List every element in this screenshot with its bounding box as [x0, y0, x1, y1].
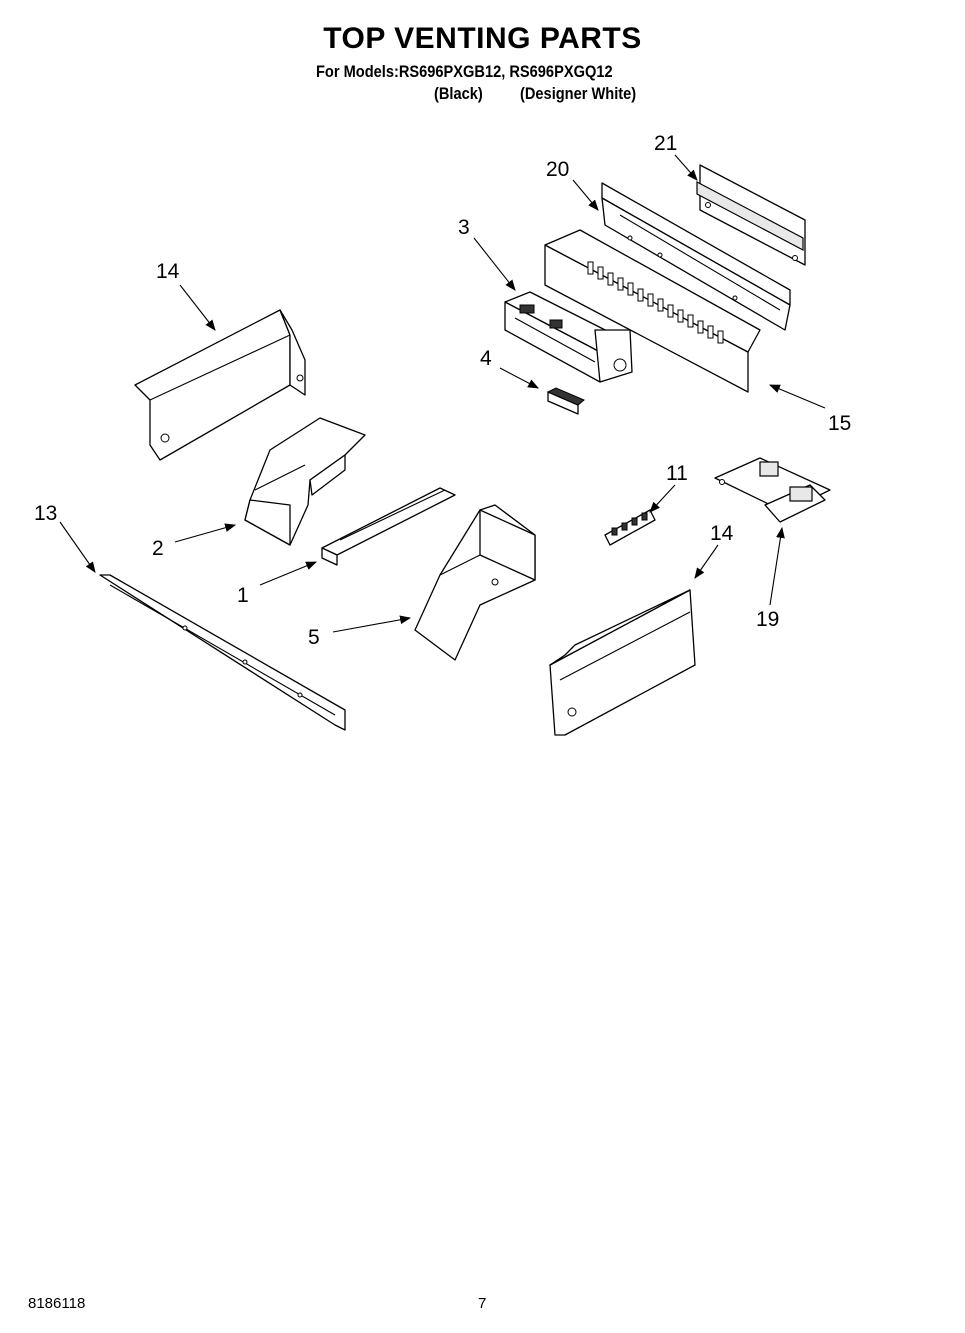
part-13-long-rail	[99, 574, 346, 731]
leader-3	[473, 237, 516, 291]
callout-2: 2	[152, 537, 164, 560]
leader-19	[769, 526, 785, 606]
document-number: 8186118	[28, 1295, 86, 1312]
callout-11: 11	[666, 462, 688, 485]
vent-slots	[587, 261, 724, 344]
callout-14-left: 14	[156, 260, 180, 283]
part-11-terminal-strip	[604, 509, 656, 546]
part-15-slotted-panel	[544, 229, 761, 393]
callout-3: 3	[458, 216, 470, 239]
part-19-sensor-bracket	[714, 457, 831, 523]
leader-1	[259, 561, 318, 586]
model-list: For Models:RS696PXGB12, RS696PXGQ12	[316, 62, 613, 81]
callout-15: 15	[828, 412, 851, 435]
part-3-blower-assembly	[504, 291, 633, 383]
callout-14-right: 14	[710, 522, 734, 545]
page-number: 7	[478, 1295, 487, 1312]
part-5-deflector	[414, 504, 536, 661]
leader-5	[332, 615, 412, 633]
part-21-bracket	[696, 164, 806, 266]
leader-11	[649, 484, 676, 513]
part-14-left-bracket	[134, 309, 306, 461]
callout-4: 4	[480, 347, 492, 370]
leader-13	[59, 521, 96, 573]
variant-white: (Designer White)	[520, 84, 637, 103]
part-14-right-panel	[549, 589, 696, 736]
leader-4	[499, 367, 539, 389]
callout-21: 21	[654, 132, 677, 155]
callout-13: 13	[34, 502, 57, 525]
part-4-connector	[546, 387, 585, 415]
part-20-rear-channel	[601, 182, 791, 331]
leader-21	[674, 154, 698, 181]
callout-5: 5	[308, 626, 320, 649]
part-2-vent-duct	[244, 417, 366, 546]
leader-20	[572, 179, 599, 211]
page-title: TOP VENTING PARTS	[323, 22, 642, 55]
callout-1: 1	[237, 584, 249, 607]
callout-20: 20	[546, 158, 569, 181]
variant-black: (Black)	[434, 84, 483, 103]
leader-14-right	[694, 544, 719, 579]
part-1-strip	[321, 487, 456, 566]
leader-2	[174, 523, 237, 543]
leader-14-left	[179, 284, 216, 331]
callout-19: 19	[756, 608, 779, 631]
leader-15	[768, 384, 826, 409]
